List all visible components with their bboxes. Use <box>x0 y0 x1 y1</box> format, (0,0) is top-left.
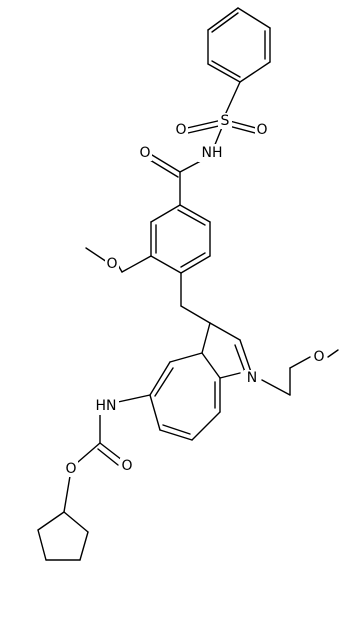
bond <box>224 81 241 116</box>
atom-label-layer: NH S O O O O N O <box>64 113 327 477</box>
atom-o-sulfonyl-left: O <box>174 122 188 138</box>
atom-label: O <box>256 122 267 138</box>
bond <box>149 394 161 431</box>
atom-label: O <box>313 349 324 365</box>
bond <box>99 442 123 461</box>
bond <box>151 154 181 173</box>
bond <box>169 352 203 363</box>
bond <box>85 247 108 263</box>
bond <box>179 204 211 223</box>
atom-o-sulfonyl-right: O <box>255 122 269 138</box>
bond <box>121 255 152 273</box>
bond <box>180 305 211 324</box>
atom-o-carbonyl-carbamate: O <box>120 458 134 474</box>
bond <box>149 361 171 396</box>
atom-label: S <box>221 113 230 129</box>
bond <box>37 529 47 561</box>
bond <box>154 367 174 397</box>
bond <box>180 252 206 268</box>
bond <box>201 352 221 379</box>
atom-nh-carbamate: HN <box>93 397 119 415</box>
bond-layer <box>37 7 339 561</box>
bond <box>239 339 252 373</box>
atom-label: HN <box>96 398 117 414</box>
bond <box>327 349 339 358</box>
bond <box>97 448 119 466</box>
bond <box>187 124 224 134</box>
bond <box>186 119 223 129</box>
bond <box>191 411 221 441</box>
bond <box>207 63 241 83</box>
atom-o-ester: O <box>64 461 78 477</box>
atom-o-methoxy-ethyl: O <box>311 349 327 365</box>
atom-nh-sulfonamide: NH <box>198 144 226 162</box>
atom-label: N <box>247 370 257 386</box>
atom-label: O <box>121 458 132 474</box>
bond <box>77 442 101 463</box>
bond <box>79 531 89 561</box>
atom-label: O <box>106 256 117 272</box>
bond <box>201 322 211 354</box>
bond <box>239 61 271 83</box>
bond <box>209 322 241 341</box>
bond <box>37 511 65 531</box>
bond <box>150 255 182 274</box>
bond <box>180 255 211 274</box>
atom-sulfur: S <box>218 113 232 129</box>
bond <box>150 204 181 223</box>
atom-label: O <box>65 461 76 477</box>
bond <box>177 209 206 226</box>
bond <box>211 12 239 33</box>
bond <box>211 60 241 78</box>
bond <box>289 356 311 369</box>
bond <box>219 372 241 379</box>
bond <box>159 429 193 441</box>
atom-n-indole: N <box>244 370 260 386</box>
bond <box>237 7 271 29</box>
atom-label: NH <box>202 145 223 161</box>
bond <box>162 424 191 435</box>
bond <box>234 344 246 373</box>
bond <box>207 7 239 31</box>
atom-o-methoxy-aryl: O <box>105 256 119 272</box>
bond <box>261 379 291 396</box>
atom-label: O <box>175 122 186 138</box>
bond <box>63 475 71 513</box>
atom-label: O <box>139 145 150 161</box>
atom-o-carbonyl-amide: O <box>138 145 152 161</box>
bond <box>63 511 89 533</box>
bond <box>117 394 151 403</box>
bond <box>149 159 179 178</box>
